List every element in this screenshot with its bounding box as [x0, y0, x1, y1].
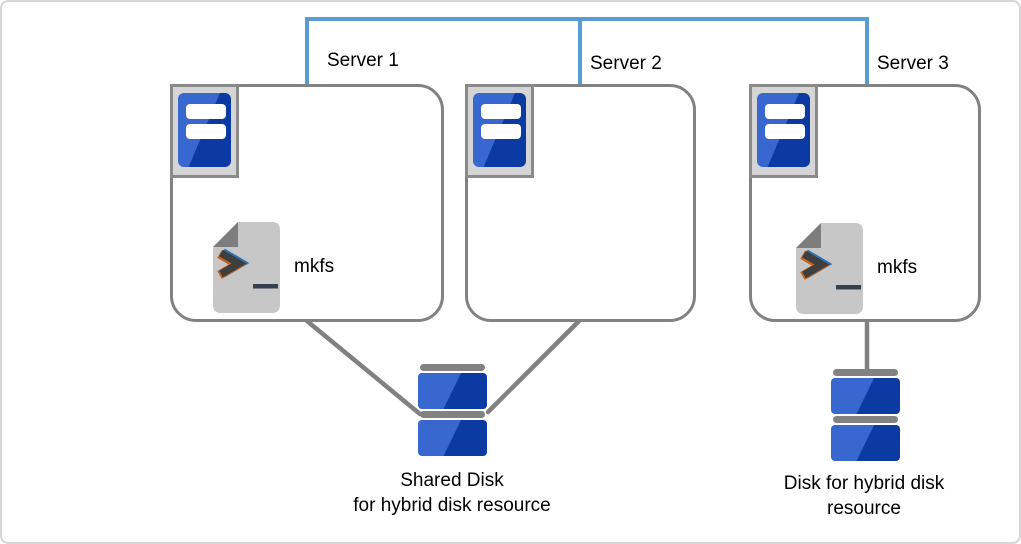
server2-box: [465, 84, 696, 322]
hybrid-disk-caption: Disk for hybrid disk resource: [744, 471, 984, 521]
disk-cap: [833, 369, 898, 376]
server3-label: Server 3: [877, 53, 949, 74]
script-file-icon: [213, 222, 280, 313]
server-tower-icon: [473, 93, 526, 167]
server-icon: [749, 84, 818, 178]
server-drive-bay-bar: [481, 124, 521, 139]
shared-disk-caption-line1: Shared Disk: [400, 470, 504, 491]
server3-mkfs-group: mkfs: [796, 223, 917, 319]
disk-cap: [420, 364, 485, 371]
disk-platter: [831, 425, 900, 461]
server1-label: Server 1: [327, 50, 399, 71]
shared-disk-caption: Shared Disk for hybrid disk resource: [312, 468, 592, 518]
hybrid-disk-caption-line2: resource: [827, 498, 901, 519]
mkfs-label: mkfs: [294, 256, 335, 277]
server-drive-bay-bar: [765, 124, 805, 139]
shared-disk-caption-line2: for hybrid disk resource: [353, 495, 551, 516]
script-file-icon: [796, 223, 863, 314]
shared-disk-icon: [418, 364, 487, 458]
server-icon: [465, 84, 534, 178]
network-interconnect-line: [305, 17, 869, 84]
server2-shared-disk-link-line: [485, 318, 582, 415]
hybrid-disk-icon: [831, 369, 900, 463]
server-icon: [170, 84, 239, 178]
server-drive-bay-bar: [186, 124, 226, 139]
server2-label: Server 2: [590, 53, 662, 74]
server-drive-bay-bar: [765, 104, 805, 119]
prompt-underscore: [836, 285, 861, 290]
server-tower-icon: [757, 93, 810, 167]
disk-cap: [420, 411, 485, 418]
mkfs-label: mkfs: [877, 257, 918, 278]
prompt-underscore: [253, 284, 278, 289]
disk-cap: [833, 416, 898, 423]
disk-platter: [831, 378, 900, 414]
server1-shared-disk-link-line: [304, 318, 423, 417]
disk-platter: [418, 373, 487, 409]
server-drive-bay-bar: [481, 104, 521, 119]
server1-mkfs-group: mkfs: [213, 222, 334, 318]
server-tower-icon: [178, 93, 231, 167]
server-drive-bay-bar: [186, 104, 226, 119]
hybrid-disk-caption-line1: Disk for hybrid disk: [783, 473, 945, 494]
disk-platter: [418, 420, 487, 456]
